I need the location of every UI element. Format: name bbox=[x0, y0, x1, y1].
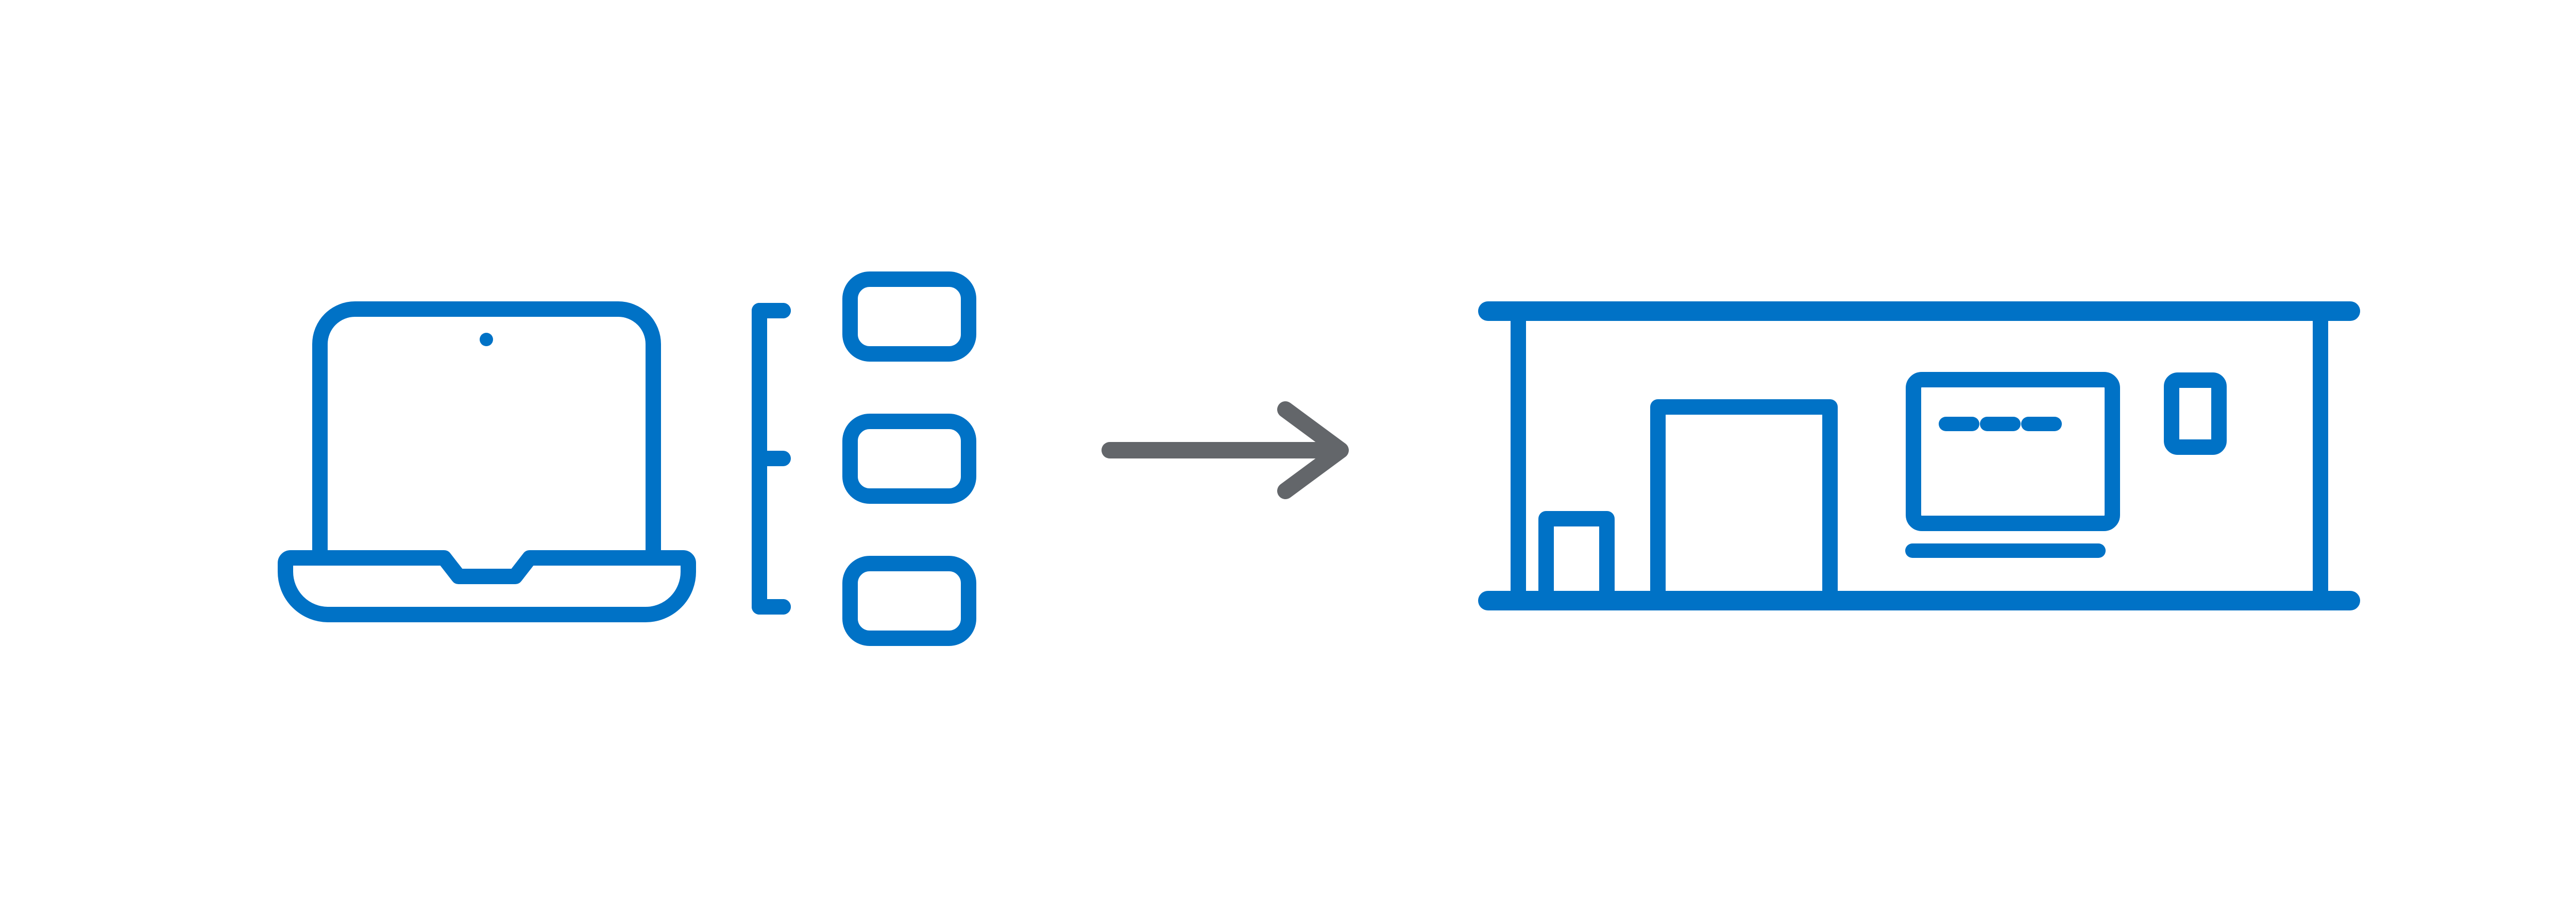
dashboard-building-icon bbox=[1478, 301, 2360, 610]
tree-node-2 bbox=[842, 414, 976, 504]
arrow-right-icon bbox=[1101, 401, 1349, 499]
bar-chart-bar-small bbox=[1538, 511, 1615, 599]
tree-node-3 bbox=[842, 556, 976, 646]
laptop-screen bbox=[312, 301, 661, 565]
content-card bbox=[1906, 372, 2120, 531]
hierarchy-tree-icon bbox=[752, 271, 976, 646]
arrow-head bbox=[1277, 401, 1349, 499]
laptop-camera-dot bbox=[480, 333, 493, 346]
laptop-icon bbox=[278, 301, 696, 622]
bar-chart-bar-tall bbox=[1650, 399, 1838, 599]
dashboard-frame bbox=[1478, 301, 2360, 610]
side-panel bbox=[2164, 372, 2227, 455]
tree-node-1 bbox=[842, 271, 976, 362]
laptop-base bbox=[278, 550, 696, 622]
